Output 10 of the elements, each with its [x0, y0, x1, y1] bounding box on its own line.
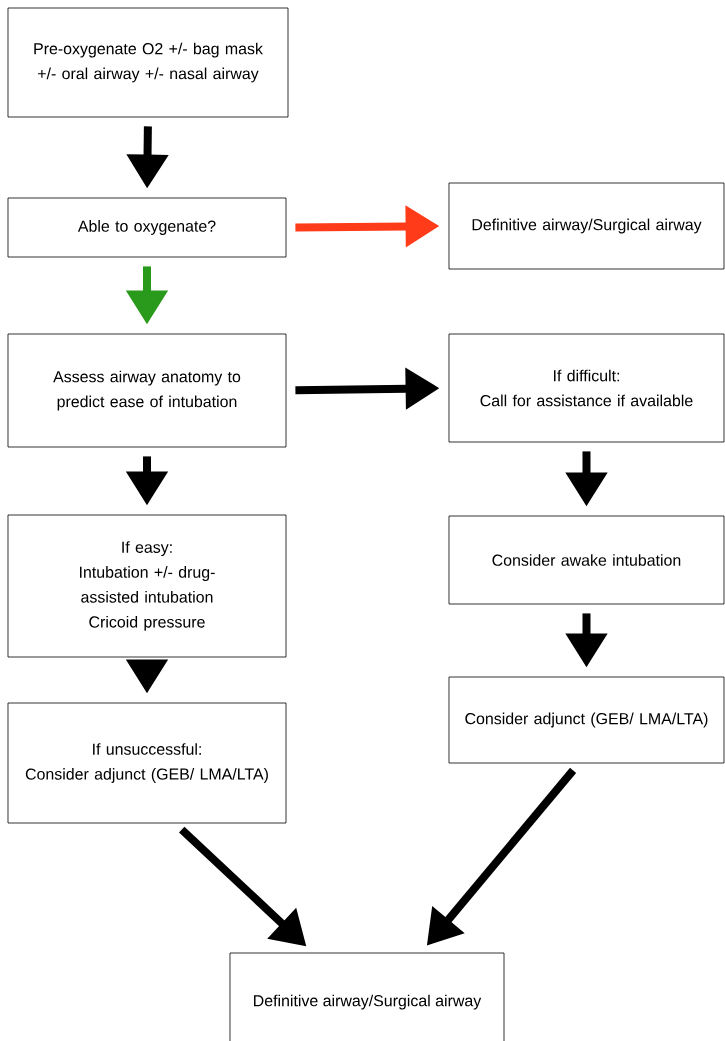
process-box: Able to oxygenate?	[7, 197, 287, 258]
process-box: Definitive airway/Surgical airway	[229, 952, 505, 1041]
process-box: If unsuccessful: Consider adjunct (GEB/ LMA/LTA)	[7, 702, 287, 824]
process-box: Assess airway anatomy to predict ease of intubation	[7, 333, 287, 448]
process-box: Consider awake intubation	[448, 515, 725, 605]
process-box: Definitive airway/Surgical airway	[448, 182, 725, 270]
process-box: Pre-oxygenate O2 +/- bag mask +/- oral airway +/- nasal airway	[7, 7, 289, 118]
process-box: If easy: Intubation +/- drug-assisted intubation Cricoid pressure	[7, 514, 287, 658]
process-box: If difficult: Call for assistance if available	[448, 333, 725, 443]
process-box: Consider adjunct (GEB/ LMA/LTA)	[448, 676, 725, 764]
